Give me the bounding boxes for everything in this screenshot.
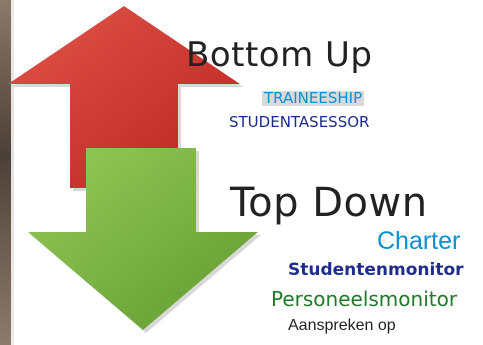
bottom-up-heading: Bottom Up — [186, 35, 373, 75]
background-photo-edge — [0, 0, 14, 345]
aanspreken-op-label: Aanspreken op — [288, 317, 396, 334]
studentasessor-label: STUDENTASESSOR — [229, 113, 370, 131]
charter-label: Charter — [377, 227, 461, 255]
top-down-heading: Top Down — [230, 180, 428, 226]
up-arrow-icon — [8, 6, 243, 191]
studentenmonitor-label: Studentenmonitor — [288, 260, 464, 280]
personeelsmonitor-label: Personeelsmonitor — [271, 287, 458, 311]
down-arrow-icon — [28, 148, 261, 333]
traineeship-label: TRAINEESHIP — [262, 89, 365, 107]
